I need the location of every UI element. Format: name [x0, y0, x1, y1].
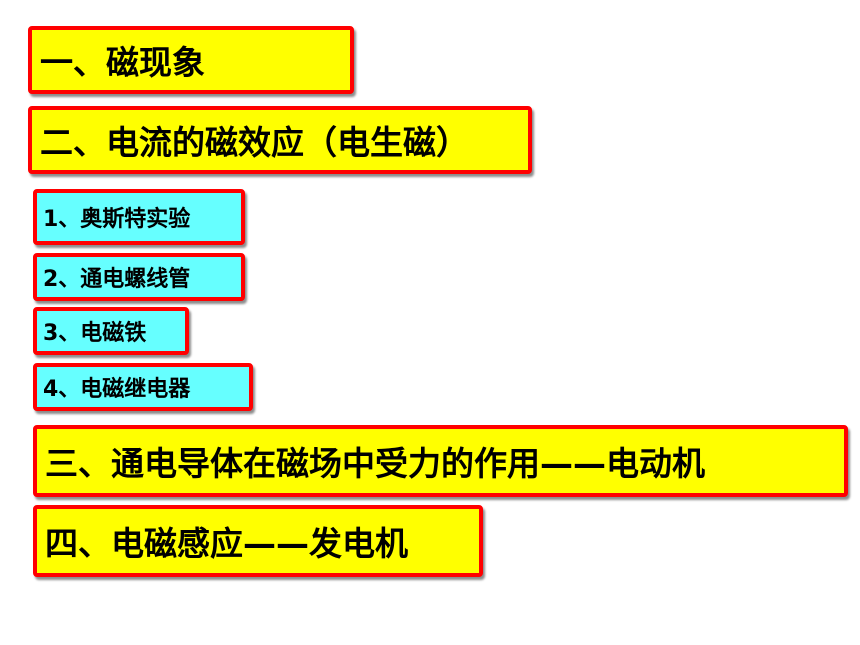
heading-electromagnetic-induction-generator: 四、电磁感应——发电机 [33, 505, 483, 577]
subitem-label: 4、电磁继电器 [43, 377, 191, 402]
subitem-relay: 4、电磁继电器 [33, 363, 253, 411]
heading-label: 二、电流的磁效应（电生磁） [40, 123, 469, 162]
heading-label: 三、通电导体在磁场中受力的作用——电动机 [45, 444, 705, 483]
heading-magnetic-phenomena: 一、磁现象 [28, 26, 354, 94]
subitem-oersted-experiment: 1、奥斯特实验 [33, 189, 245, 245]
subitem-electromagnet: 3、电磁铁 [33, 307, 189, 355]
heading-force-on-conductor-motor: 三、通电导体在磁场中受力的作用——电动机 [33, 425, 848, 497]
subitem-solenoid: 2、通电螺线管 [33, 253, 245, 301]
subitem-label: 2、通电螺线管 [43, 267, 191, 292]
subitem-label: 3、电磁铁 [43, 321, 147, 346]
heading-label: 四、电磁感应——发电机 [45, 524, 408, 563]
heading-magnetic-effect-of-current: 二、电流的磁效应（电生磁） [28, 106, 532, 174]
subitem-label: 1、奥斯特实验 [43, 207, 191, 232]
heading-label: 一、磁现象 [40, 43, 205, 82]
